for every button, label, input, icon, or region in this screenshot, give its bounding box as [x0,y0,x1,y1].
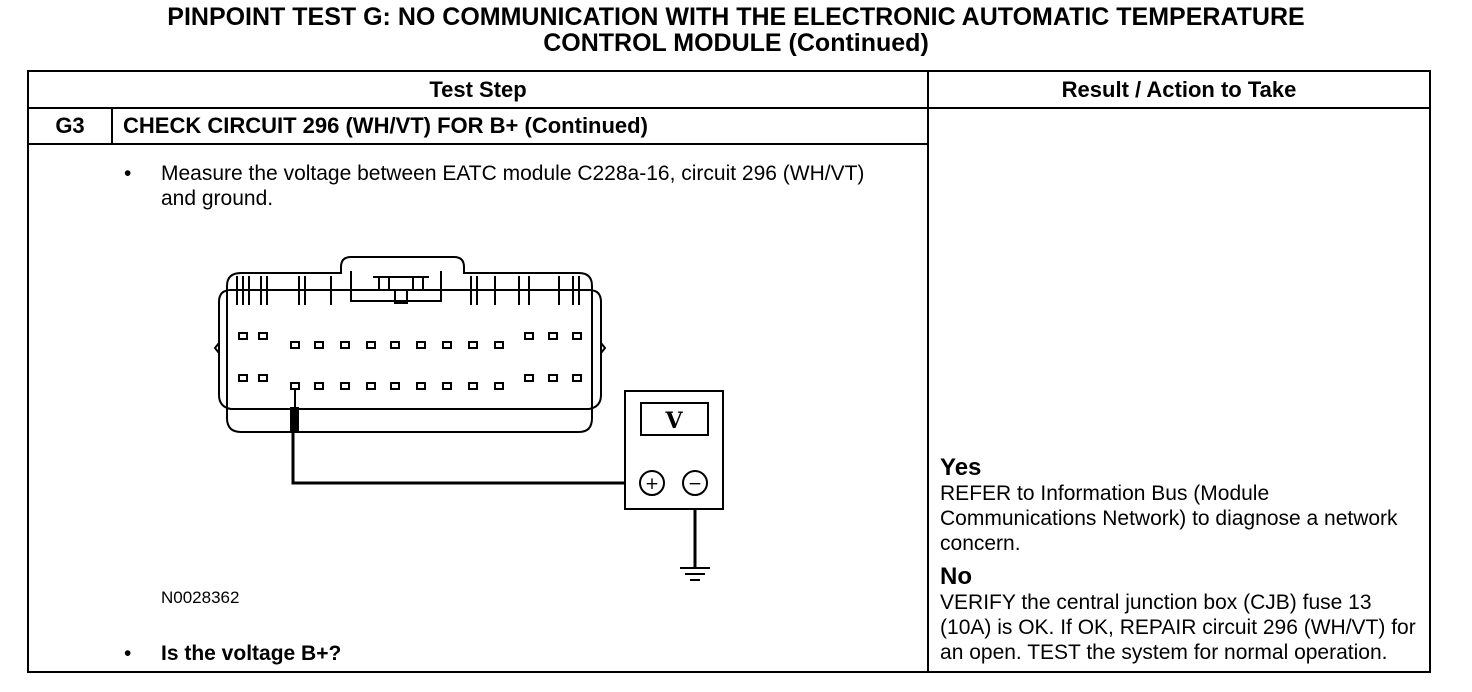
title-line-1: PINPOINT TEST G: NO COMMUNICATION WITH T… [167,3,1305,31]
figure-id: N0028362 [161,588,240,607]
bullet-2: • [124,642,132,665]
connector-voltage-diagram: V + − [213,256,724,581]
step-number: G3 [27,107,113,145]
question-text: Is the voltage B+? [161,642,342,665]
step-body: • Measure the voltage between EATC modul… [26,143,930,673]
ground-symbol-icon [680,567,710,581]
test-step-header: Test Step [26,70,930,109]
connector-pins-row-1 [238,332,582,349]
result-header: Result / Action to Take [927,70,1432,109]
step-title: CHECK CIRCUIT 296 (WH/VT) FOR B+ (Contin… [110,107,930,145]
instruction-text: Measure the voltage between EATC module … [161,162,865,210]
pinpoint-test-table: Test Step Result / Action to Take G3 CHE… [26,70,1432,673]
voltmeter-icon: V + − [624,390,724,510]
result-cell: Yes REFER to Information Bus (Module Com… [927,107,1432,673]
no-text: VERIFY the central junction box (CJB) fu… [940,591,1416,664]
yes-text: REFER to Information Bus (Module Communi… [940,482,1398,555]
connector-pins-row-2 [238,374,582,390]
title-line-2: CONTROL MODULE (Continued) [543,29,929,57]
probe-lead [291,431,643,485]
meter-minus-terminal: − [688,474,702,494]
result-yes-block: Yes REFER to Information Bus (Module Com… [940,455,1421,556]
meter-plus-terminal: + [645,474,659,494]
result-no-block: No VERIFY the central junction box (CJB)… [940,564,1421,665]
page-title: PINPOINT TEST G: NO COMMUNICATION WITH T… [0,4,1472,56]
connector-outline [226,256,593,433]
meter-label: V [664,408,683,434]
test-probe [290,389,299,431]
no-label: No [940,563,973,590]
yes-label: Yes [940,454,982,481]
bullet-1: • [124,162,132,185]
